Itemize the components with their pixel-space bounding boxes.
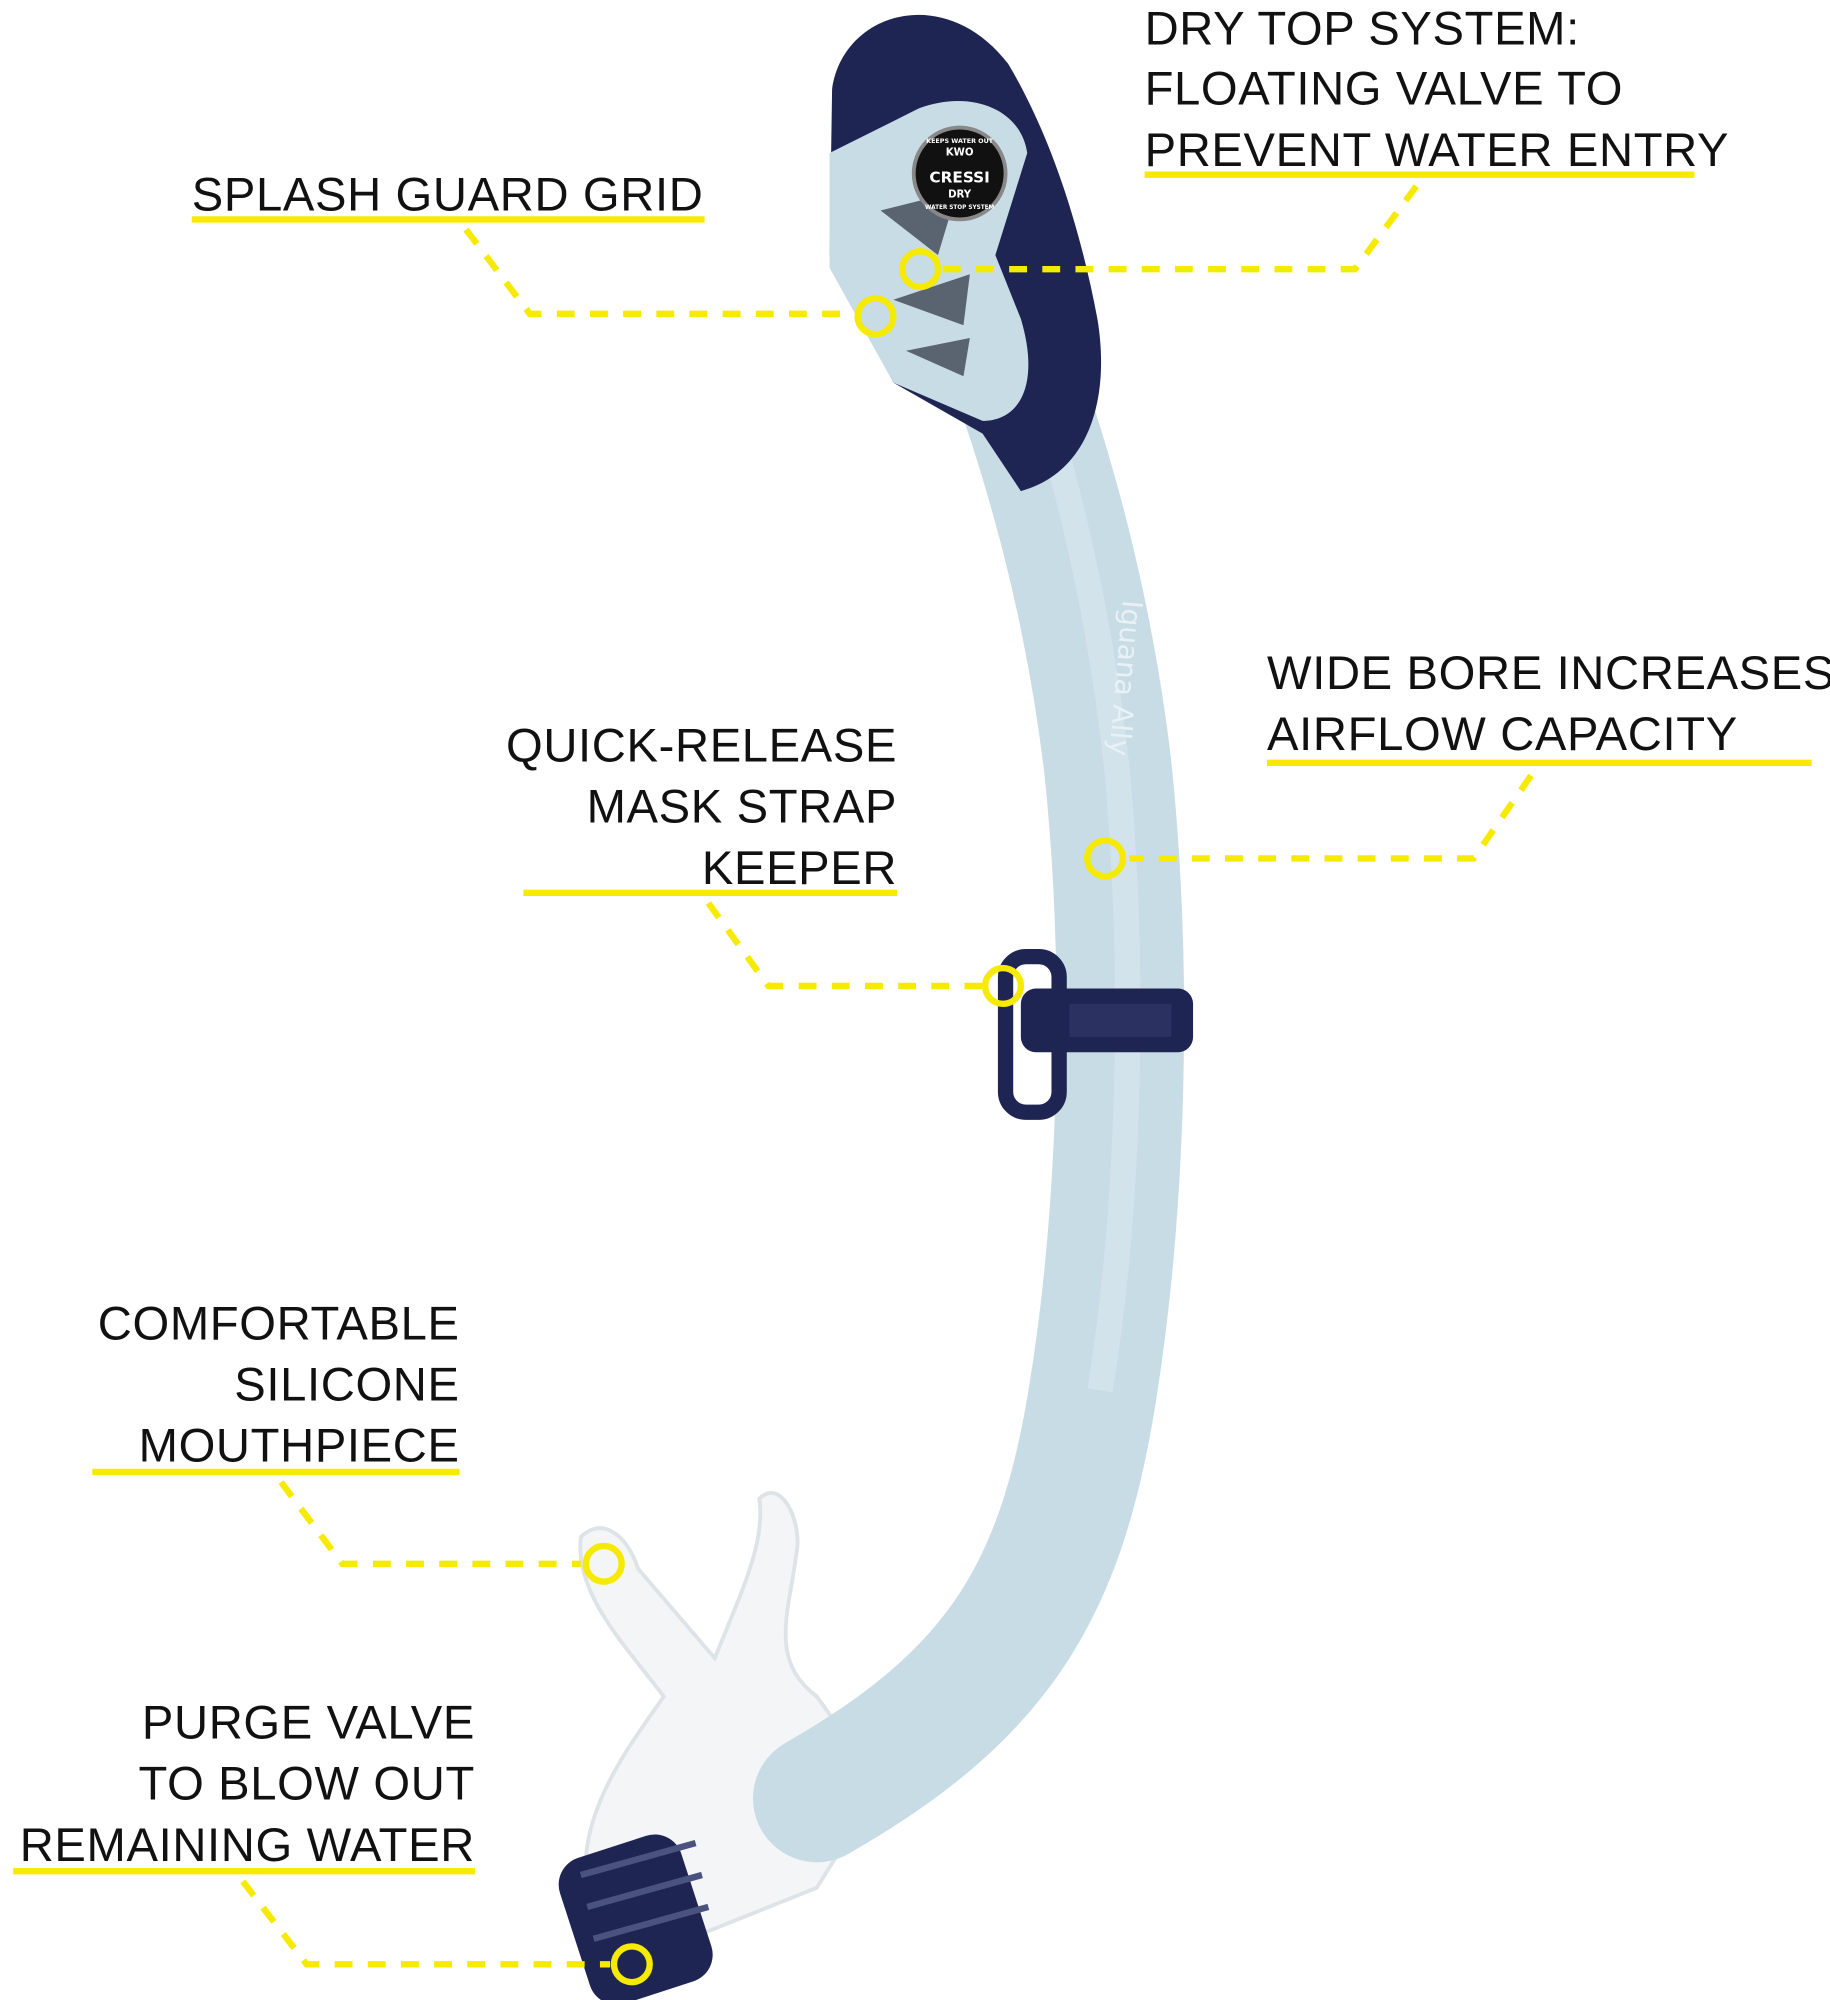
marker-dot bbox=[1084, 837, 1127, 880]
svg-text:WATER STOP SYSTEM: WATER STOP SYSTEM bbox=[925, 205, 994, 211]
svg-text:DRY: DRY bbox=[948, 190, 972, 201]
svg-text:KWO: KWO bbox=[946, 148, 974, 159]
callout-splash-guard-grid: SPLASH GUARD GRID bbox=[192, 168, 897, 338]
callout-purge-valve: PURGE VALVE TO BLOW OUT REMAINING WATER bbox=[13, 1697, 653, 1986]
svg-text:MASK STRAP: MASK STRAP bbox=[587, 781, 898, 834]
marker-dot bbox=[582, 1542, 625, 1585]
snorkel-illustration: Iguana Ally KEEPS WATER OUT KWO CRESSI D… bbox=[558, 14, 1194, 2000]
svg-text:CRESSI: CRESSI bbox=[929, 168, 990, 186]
marker-dot bbox=[610, 1943, 653, 1986]
mask-strap-keeper bbox=[997, 948, 1194, 1120]
svg-text:QUICK-RELEASE: QUICK-RELEASE bbox=[506, 719, 897, 772]
svg-text:TO BLOW OUT: TO BLOW OUT bbox=[138, 1758, 474, 1811]
svg-text:AIRFLOW CAPACITY: AIRFLOW CAPACITY bbox=[1267, 708, 1738, 761]
callout-dry-top-system: DRY TOP SYSTEM: FLOATING VALVE TO PREVEN… bbox=[899, 3, 1730, 291]
marker-dot bbox=[899, 248, 942, 291]
callout-quick-release: QUICK-RELEASE MASK STRAP KEEPER bbox=[506, 719, 1025, 1008]
svg-text:PREVENT WATER ENTRY: PREVENT WATER ENTRY bbox=[1145, 124, 1730, 177]
svg-text:WIDE BORE INCREASES: WIDE BORE INCREASES bbox=[1267, 647, 1830, 700]
svg-text:DRY TOP SYSTEM:: DRY TOP SYSTEM: bbox=[1145, 3, 1580, 56]
svg-text:KEEPER: KEEPER bbox=[702, 842, 897, 895]
svg-text:FLOATING VALVE TO: FLOATING VALVE TO bbox=[1145, 63, 1623, 116]
svg-text:PURGE VALVE: PURGE VALVE bbox=[142, 1697, 475, 1750]
marker-dot bbox=[981, 964, 1025, 1008]
purge-valve bbox=[558, 1834, 713, 2000]
svg-text:SPLASH GUARD GRID: SPLASH GUARD GRID bbox=[192, 168, 704, 221]
svg-text:MOUTHPIECE: MOUTHPIECE bbox=[139, 1420, 460, 1473]
cressi-badge: KEEPS WATER OUT KWO CRESSI DRY WATER STO… bbox=[911, 125, 1008, 222]
svg-text:KEEPS WATER OUT: KEEPS WATER OUT bbox=[926, 137, 994, 145]
svg-text:REMAINING WATER: REMAINING WATER bbox=[20, 1819, 475, 1872]
marker-dot bbox=[854, 295, 897, 338]
svg-text:COMFORTABLE: COMFORTABLE bbox=[98, 1297, 460, 1350]
callout-mouthpiece: COMFORTABLE SILICONE MOUTHPIECE bbox=[92, 1297, 625, 1585]
svg-text:SILICONE: SILICONE bbox=[234, 1359, 459, 1412]
callout-wide-bore: WIDE BORE INCREASES AIRFLOW CAPACITY bbox=[1084, 647, 1830, 880]
